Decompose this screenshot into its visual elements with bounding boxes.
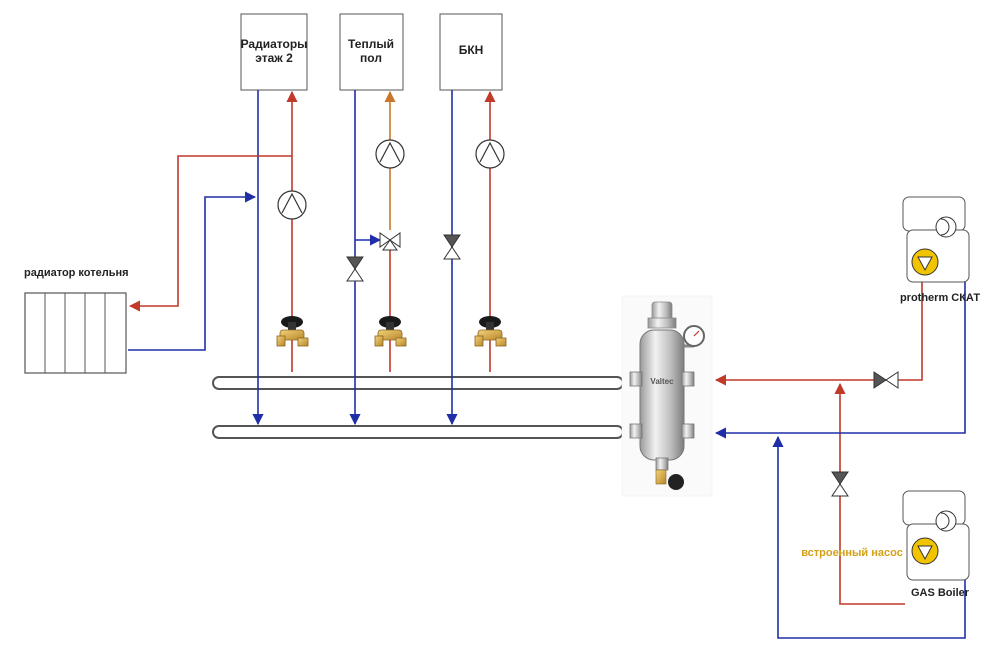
consumer-label-line2: этаж 2 [255,51,293,65]
consumer-label-line2: пол [360,51,382,65]
boiler-gas-label: GAS Boiler [911,587,970,599]
balancing-valve-icon [276,316,309,347]
hydraulic-separator: Valtec [621,295,713,497]
consumer-label-line1: Теплый [348,37,394,51]
boiler-protherm-label: protherm СКАТ [900,292,980,304]
check-valve-icon [443,234,461,260]
radiator-label: радиатор котельня [24,267,129,279]
balancing-valve-icon [474,316,507,347]
pump-icon [277,190,307,220]
check-valve-icon [346,256,364,282]
pump-icon [475,139,505,169]
radiator-icon [24,292,127,374]
boiler-supply-lines [714,282,923,605]
separator-brand: Valtec [650,377,674,386]
pump-icon [375,139,405,169]
boiler-return-lines [714,282,966,639]
builtin-pump-label: встроенный насос [801,547,903,559]
consumer-label-line1: БКН [459,43,484,57]
balancing-valve-icon [374,316,407,347]
circuit-radiators-floor2 [252,90,298,426]
consumer-box-bkn: БКН [439,13,503,91]
supply-manifold [212,376,624,390]
consumer-box-radiators-floor2: Радиаторы этаж 2 [240,13,308,91]
consumer-label-line1: Радиаторы [241,37,308,51]
mixing-valve-icon [379,232,401,251]
boiler-protherm-icon [902,196,970,283]
boiler-gas-icon [902,490,970,581]
check-valve-icon [831,471,849,497]
radiator-room-loop [128,155,292,351]
check-valve-icon [873,371,899,389]
return-manifold [212,425,624,439]
consumer-box-underfloor: Теплый пол [339,13,404,91]
